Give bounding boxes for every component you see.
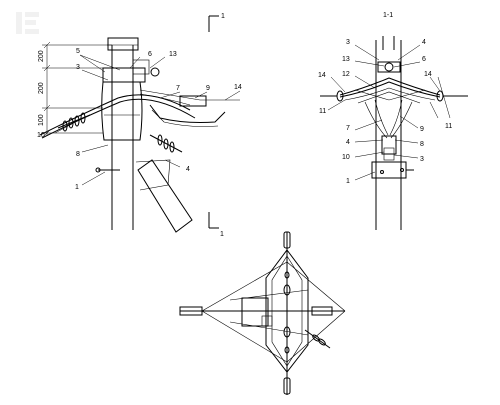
- section-label-4-mid: 4: [346, 139, 350, 146]
- side-label-7: 7: [176, 85, 180, 92]
- section-view: 1-1: [318, 12, 468, 230]
- section-view-title: 1-1: [383, 12, 393, 19]
- dim-label-200-top: 200: [38, 50, 45, 62]
- insulator-plan-icon: [304, 329, 331, 349]
- section-mark-top: [208, 15, 219, 32]
- section-label-7: 7: [346, 125, 350, 132]
- leader-lines-side: [54, 54, 241, 186]
- side-label-1: 1: [75, 184, 79, 191]
- side-label-13: 13: [169, 51, 177, 58]
- section-label-4-top: 4: [422, 39, 426, 46]
- section-label-13: 13: [342, 56, 350, 63]
- side-label-9: 9: [206, 85, 210, 92]
- section-label-14-left: 14: [318, 72, 326, 79]
- section-label-12: 12: [342, 71, 350, 78]
- dim-label-200-mid: 200: [38, 82, 45, 94]
- section-label-11-right: 11: [445, 123, 452, 130]
- section-label-14-right: 14: [424, 71, 432, 78]
- side-view: 200 200 100 1 1 5: [37, 13, 242, 238]
- side-label-14: 14: [234, 84, 242, 91]
- side-label-6: 6: [148, 51, 152, 58]
- watermark-logo: [16, 12, 39, 34]
- section-mark-bottom: [208, 212, 219, 229]
- section-label-11-left: 11: [319, 108, 326, 115]
- leader-lines-section: [327, 44, 451, 181]
- section-mark-top-label: 1: [221, 13, 225, 20]
- section-label-10: 10: [342, 154, 350, 161]
- side-label-8: 8: [76, 151, 80, 158]
- plan-view: [179, 231, 346, 395]
- dim-label-100: 100: [38, 114, 45, 126]
- section-label-8: 8: [420, 141, 424, 148]
- side-label-3: 3: [76, 64, 80, 71]
- section-label-3-bottom: 3: [420, 156, 424, 163]
- section-mark-bottom-label: 1: [220, 231, 224, 238]
- side-label-5: 5: [76, 48, 80, 55]
- section-label-3-top: 3: [346, 39, 350, 46]
- side-label-10: 10: [37, 132, 45, 139]
- side-label-4: 4: [186, 166, 190, 173]
- section-label-1: 1: [346, 178, 350, 185]
- section-label-9: 9: [420, 126, 424, 133]
- insulator-right-icon: [149, 134, 183, 153]
- dimension-lines: [42, 41, 112, 137]
- section-label-6: 6: [422, 56, 426, 63]
- insulator-left-icon: [57, 112, 91, 132]
